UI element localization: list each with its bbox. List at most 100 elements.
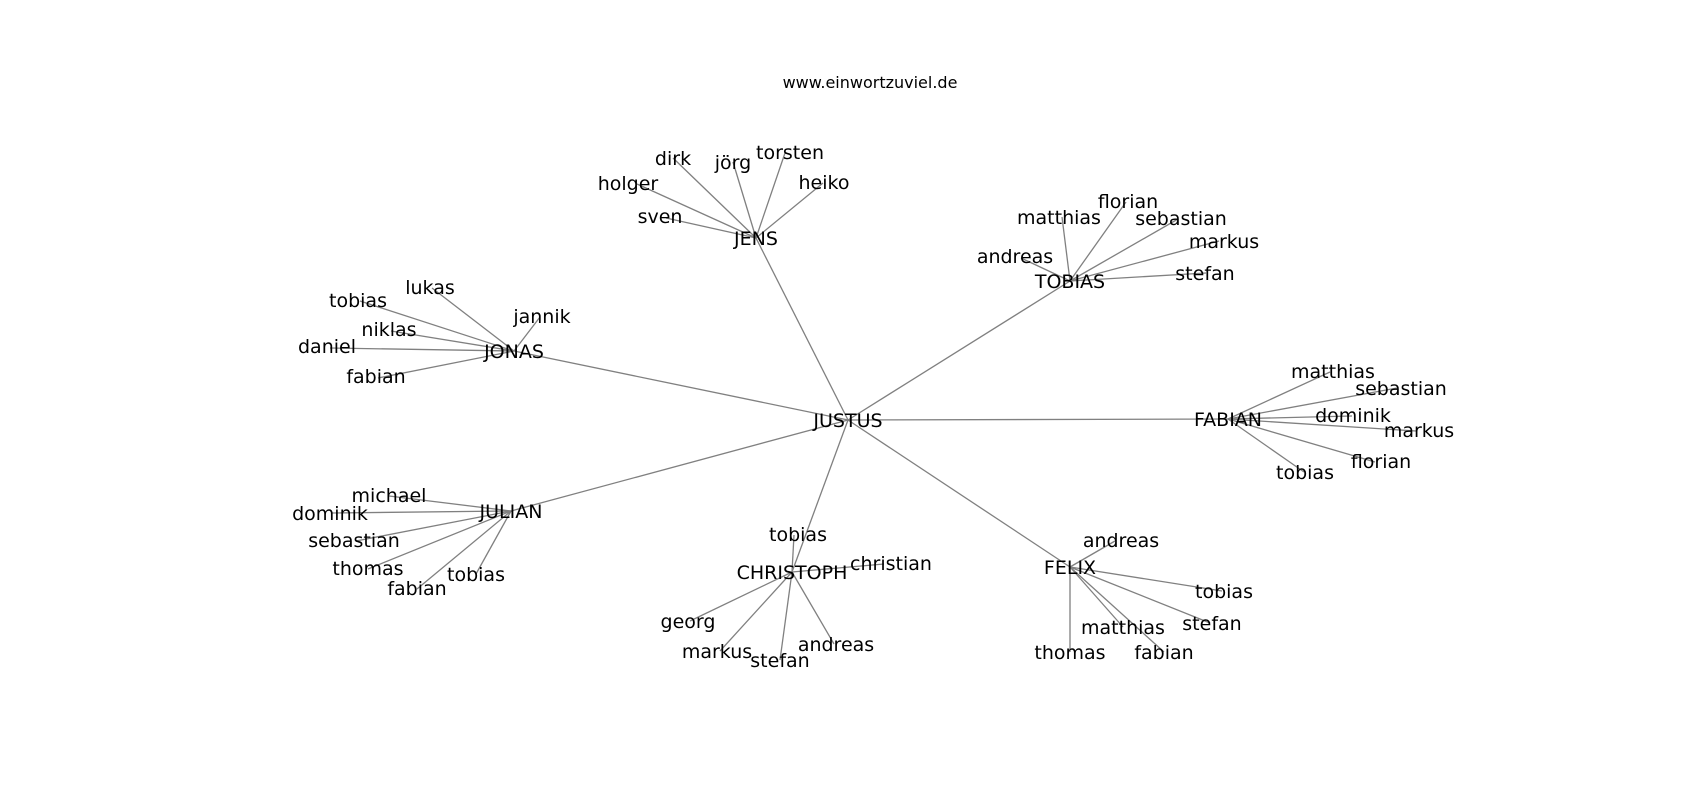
edge-justus-jens	[755, 237, 849, 421]
leaf-felix-fabian: fabian	[1134, 642, 1193, 664]
edge-christoph-tobias	[791, 534, 795, 573]
edge-jonas-fabian	[377, 350, 515, 379]
leaf-fabian-dominik: dominik	[1315, 405, 1391, 427]
leaf-christoph-christian: christian	[850, 553, 932, 575]
edge-jens-torsten	[755, 152, 786, 239]
edge-jens-holger	[636, 183, 757, 239]
edge-julian-sebastian	[355, 510, 512, 542]
edge-julian-dominik	[331, 510, 512, 514]
edge-christoph-georg	[689, 571, 793, 622]
edge-felix-fabian	[1069, 566, 1165, 653]
edge-fabian-matthias	[1227, 371, 1331, 420]
edge-justus-tobias	[847, 280, 1071, 421]
edge-jonas-niklas	[390, 330, 515, 352]
edge-felix-tobias	[1069, 566, 1223, 592]
edge-tobias-stefan	[1069, 272, 1207, 282]
edge-fabian-markus	[1227, 418, 1417, 432]
leaf-jens-dirk: dirk	[655, 148, 691, 170]
leaf-jonas-lukas: lukas	[405, 277, 455, 299]
edge-christoph-christian	[791, 563, 885, 573]
leaf-jens-jörg: jörg	[714, 152, 751, 174]
leaf-jens-sven: sven	[638, 206, 683, 228]
leaf-jonas-daniel: daniel	[298, 336, 356, 358]
node-christoph: CHRISTOPH	[737, 562, 848, 584]
leaf-jens-heiko: heiko	[799, 172, 850, 194]
edge-tobias-florian	[1069, 201, 1127, 282]
leaf-felix-stefan: stefan	[1182, 613, 1241, 635]
edge-justus-jonas	[513, 350, 849, 421]
edge-christoph-stefan	[779, 571, 793, 661]
node-fabian: FABIAN	[1194, 409, 1262, 431]
site-caption: www.einwortzuviel.de	[783, 73, 958, 92]
leaf-tobias-matthias: matthias	[1017, 207, 1101, 229]
edge-julian-michael	[388, 495, 512, 512]
node-felix: FELIX	[1044, 557, 1096, 579]
leaf-christoph-andreas: andreas	[798, 634, 874, 656]
leaf-felix-andreas: andreas	[1083, 530, 1159, 552]
node-jonas: JONAS	[483, 341, 544, 363]
edge-fabian-dominik	[1227, 415, 1353, 420]
leaf-tobias-sebastian: sebastian	[1135, 208, 1227, 230]
edge-fabian-tobias	[1227, 418, 1305, 473]
edge-jens-sven	[665, 217, 757, 239]
leaf-christoph-tobias: tobias	[769, 524, 827, 546]
leaf-tobias-markus: markus	[1189, 231, 1259, 253]
edge-jonas-jannik	[513, 316, 541, 352]
leaf-fabian-tobias: tobias	[1276, 462, 1334, 484]
node-jens: JENS	[733, 228, 778, 250]
edge-julian-tobias	[475, 510, 512, 575]
edge-julian-fabian	[416, 510, 512, 590]
edge-jens-dirk	[672, 157, 757, 239]
edge-tobias-matthias	[1061, 216, 1071, 282]
edge-felix-stefan	[1069, 566, 1211, 624]
node-julian: JULIAN	[479, 501, 543, 523]
leaf-julian-michael: michael	[352, 485, 427, 507]
leaf-jens-holger: holger	[598, 173, 659, 195]
edge-felix-matthias	[1069, 566, 1124, 628]
leaf-tobias-florian: florian	[1098, 191, 1158, 213]
leaf-fabian-sebastian: sebastian	[1355, 378, 1447, 400]
edges-layer	[329, 152, 1417, 661]
leaf-jonas-tobias: tobias	[329, 290, 387, 312]
edge-justus-felix	[847, 419, 1071, 568]
edge-tobias-andreas	[1020, 257, 1071, 282]
leaf-felix-tobias: tobias	[1195, 581, 1253, 603]
edge-christoph-markus	[719, 571, 793, 652]
edge-tobias-markus	[1069, 240, 1220, 282]
leaf-christoph-markus: markus	[682, 641, 752, 663]
node-justus: JUSTUS	[812, 410, 882, 432]
leaf-tobias-andreas: andreas	[977, 246, 1053, 268]
edge-jonas-daniel	[329, 347, 515, 352]
edge-jens-heiko	[755, 182, 824, 239]
leaf-jens-torsten: torsten	[756, 142, 824, 164]
leaf-jonas-niklas: niklas	[361, 319, 416, 341]
leaf-fabian-matthias: matthias	[1291, 361, 1375, 383]
edge-christoph-andreas	[791, 571, 835, 645]
leaf-fabian-markus: markus	[1384, 420, 1454, 442]
leaf-julian-fabian: fabian	[387, 578, 446, 600]
edge-fabian-sebastian	[1227, 387, 1398, 420]
node-tobias: TOBIAS	[1034, 271, 1105, 293]
leaf-julian-sebastian: sebastian	[308, 530, 400, 552]
edge-justus-julian	[510, 419, 849, 512]
leaf-christoph-stefan: stefan	[750, 650, 809, 672]
edge-julian-thomas	[367, 510, 512, 570]
edge-jonas-tobias	[359, 300, 515, 352]
leaf-jonas-jannik: jannik	[512, 306, 570, 328]
edge-tobias-sebastian	[1069, 218, 1179, 282]
edge-jens-jörg	[732, 161, 757, 239]
leaf-tobias-stefan: stefan	[1175, 263, 1234, 285]
leaf-julian-tobias: tobias	[447, 564, 505, 586]
edge-fabian-florian	[1227, 418, 1376, 463]
edge-felix-andreas	[1069, 540, 1116, 568]
edge-jonas-lukas	[431, 287, 515, 352]
leaf-julian-dominik: dominik	[292, 503, 368, 525]
edge-justus-christoph	[791, 419, 849, 573]
leaf-julian-thomas: thomas	[332, 558, 403, 580]
leaf-fabian-florian: florian	[1351, 451, 1411, 473]
leaf-felix-matthias: matthias	[1081, 617, 1165, 639]
leaf-jonas-fabian: fabian	[346, 366, 405, 388]
leaf-christoph-georg: georg	[661, 611, 716, 633]
